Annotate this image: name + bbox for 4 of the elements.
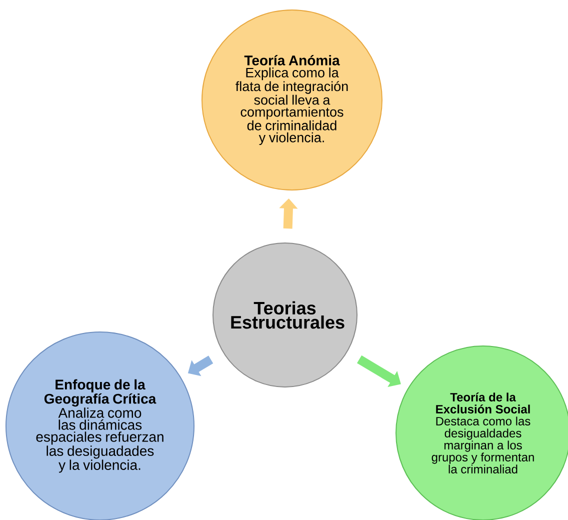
circle-node: Teoría Anómia Explica como la flata de integración social lleva a comportamientos de criminalidad y violencia.: [202, 10, 382, 190]
circle-node: Teoría de la Exclusión Social Destaca como las desigualdades marginan a los grupos y formentan la criminaliad: [396, 346, 568, 520]
circle-node: Teorias Estructurales: [212, 242, 358, 388]
circle-node: Enfoque de la Geografía Crítica Analiza como las dinámicas espaciales refuerzan las desiguadades y la violencia.: [6, 332, 194, 520]
